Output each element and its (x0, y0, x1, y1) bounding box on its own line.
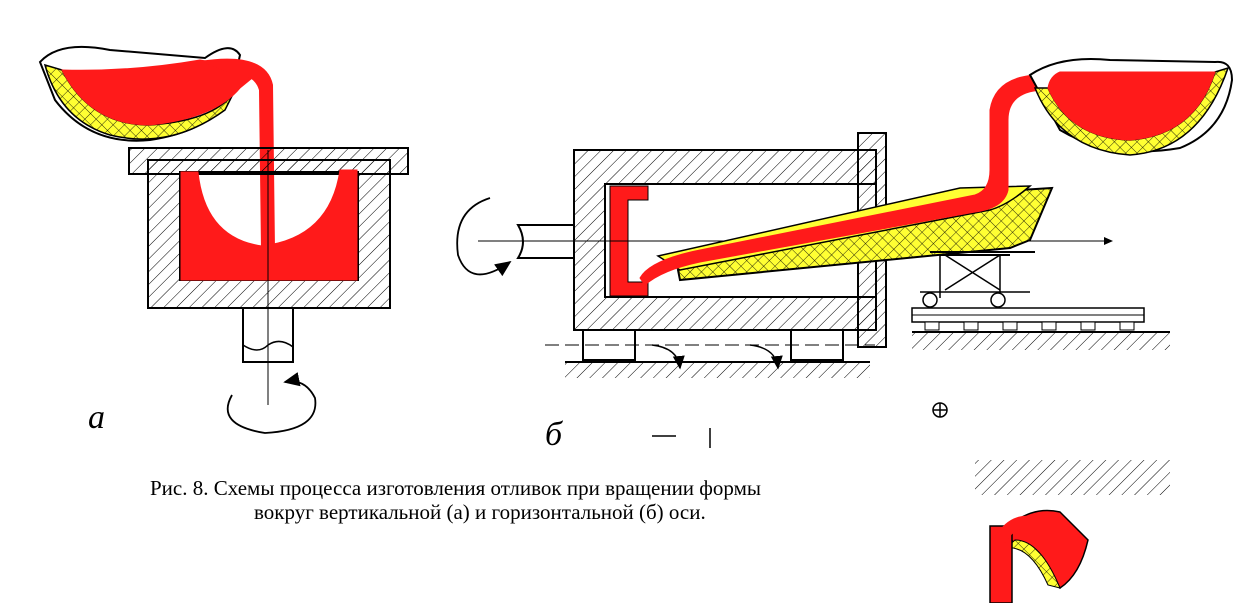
caption-line-2: вокруг вертикальной (а) и горизонтальной… (254, 500, 706, 524)
wheel-left (922, 292, 938, 308)
label-a: а (88, 399, 105, 436)
tilt-arrow-left (651, 344, 685, 370)
wheel-right (990, 292, 1006, 308)
legend-symbols (652, 402, 1170, 603)
cart-b (920, 251, 1035, 308)
figure-caption: Рис. 8. Схемы процесса изготовления отли… (150, 476, 970, 524)
tilt-arrow-right (749, 344, 783, 370)
scheme-b: б (456, 58, 1234, 453)
metal-cavity-a (180, 169, 358, 281)
legend-spout-detail (989, 509, 1089, 603)
rails-b (911, 307, 1170, 350)
ground-b (565, 361, 870, 378)
rotation-arrow-b (456, 197, 512, 277)
rotation-arrow-a (226, 372, 317, 434)
caption-line-1: Рис. 8. Схемы процесса изготовления отли… (150, 476, 761, 500)
label-b: б (545, 416, 564, 453)
legend-hatch-swatch (975, 460, 1170, 495)
ladle-a (38, 45, 264, 142)
ladle-b (1028, 58, 1234, 156)
scheme-a: а (38, 45, 409, 436)
mould-body-a (147, 159, 391, 309)
metal-casting-b (609, 185, 649, 297)
